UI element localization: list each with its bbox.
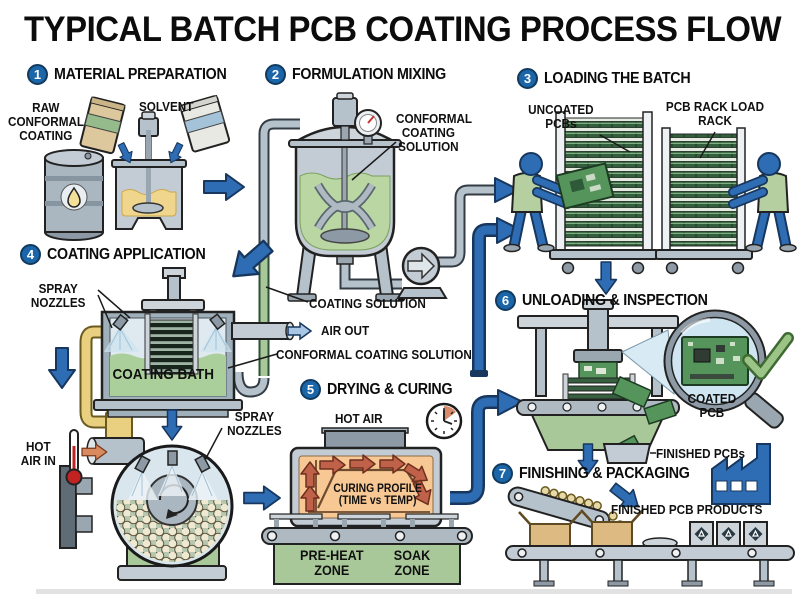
step6-illustration — [516, 299, 794, 475]
drum-coater — [59, 437, 234, 581]
label-coating-bath: COATING BATH — [112, 366, 215, 383]
label-curing-profile: CURING PROFILE (TIME vs TEMP) — [333, 483, 422, 508]
pump — [396, 246, 448, 299]
step-4-number-badge: 4 — [20, 244, 41, 265]
arrow-step2-to-step4 — [222, 233, 279, 289]
label-spray-nozzles-bath: SPRAY NOZZLES — [30, 281, 86, 311]
label-conformal-coating-solution-line: CONFORMAL COATING SOLUTION — [276, 347, 472, 362]
pass-check-mark — [742, 332, 794, 380]
leader-spray-nozzles-drum — [204, 427, 223, 461]
step-2-label: FORMULATION MIXING — [292, 65, 446, 83]
incline-conveyor — [507, 486, 611, 531]
pipe-pump-to-loading — [339, 177, 520, 290]
leader-spray-nozzles-bath — [97, 289, 131, 329]
label-conformal-coating-solution: CONFORMAL COATING SOLUTION — [396, 111, 473, 155]
curing-oven — [289, 446, 443, 528]
label-pre-heat-zone: PRE-HEAT ZONE — [300, 547, 364, 579]
step-5-number-badge: 5 — [300, 379, 321, 400]
falling-pcbs — [611, 375, 677, 425]
coating-pouch — [79, 96, 126, 155]
step-7-label: FINISHING & PACKAGING — [519, 464, 690, 482]
hot-air-in-thermometer — [65, 429, 83, 486]
label-spray-nozzles-drum: SPRAY NOZZLES — [227, 409, 282, 439]
finished-pcbs-tray — [602, 434, 656, 464]
arrow-down-left — [48, 347, 76, 389]
mixing-vessel — [111, 111, 187, 230]
step1-illustration — [44, 94, 245, 241]
leader-conformal-line — [227, 353, 278, 369]
step-5-heading: 5 DRYING & CURING — [300, 379, 463, 400]
pipe-tank-feed-and-coating-solution — [232, 118, 300, 398]
step-2-heading: 2 FORMULATION MIXING — [265, 64, 459, 85]
step-7-heading: 7 FINISHING & PACKAGING — [492, 463, 704, 484]
step-2-number-badge: 2 — [265, 64, 286, 85]
step-3-label: LOADING THE BATCH — [544, 69, 691, 87]
arrow-step1-to-step2 — [203, 173, 245, 201]
air-out-arrow — [287, 321, 313, 341]
leader-rack — [699, 131, 716, 159]
raw-coating-drum — [44, 149, 104, 241]
label-soak-zone: SOAK ZONE — [393, 547, 431, 579]
step-3-heading: 3 LOADING THE BATCH — [517, 68, 703, 89]
page-title: TYPICAL BATCH PCB COATING PROCESS FLOW — [24, 10, 782, 49]
oven-conveyor — [261, 513, 473, 545]
held-pcb — [555, 162, 615, 210]
bath-spray-nozzles — [104, 313, 232, 352]
step-6-number-badge: 6 — [495, 290, 516, 311]
label-coating-solution: COATING SOLUTION — [309, 296, 426, 311]
step-5-label: DRYING & CURING — [327, 380, 453, 398]
label-raw-conformal-coating: RAW CONFORMAL COATING — [8, 100, 85, 144]
label-air-out: AIR OUT — [321, 323, 370, 338]
step-6-heading: 6 UNLOADING & INSPECTION — [495, 290, 724, 311]
magnified-coated-pcb — [681, 336, 749, 386]
agitator-motor — [332, 97, 358, 127]
step7-illustration — [505, 443, 795, 587]
label-pcb-rack-load-rack: PCB RACK LOAD RACK — [665, 99, 765, 129]
leader-conformal-coating-solution — [351, 141, 397, 181]
timer-clock — [425, 402, 463, 440]
pipe-oven-to-inspection — [450, 389, 524, 505]
label-finished-pcb-products: FINISHED PCB PRODUCTS — [611, 502, 763, 517]
air-out-duct — [231, 321, 313, 341]
step-1-label: MATERIAL PREPARATION — [54, 65, 227, 83]
leader-coating-solution — [265, 286, 309, 303]
dipped-rack — [144, 313, 199, 375]
step3-illustration — [504, 111, 796, 295]
step2-illustration — [222, 92, 448, 303]
pipe-riser-to-loading — [470, 217, 522, 377]
step-7-number-badge: 7 — [492, 463, 513, 484]
step-3-number-badge: 3 — [517, 68, 538, 89]
packaging-conveyor — [505, 509, 795, 587]
solvent-pouch — [179, 94, 231, 153]
label-coated-pcb: COATED PCB — [687, 391, 737, 421]
bottom-shadow — [36, 589, 792, 594]
step-1-heading: 1 MATERIAL PREPARATION — [27, 64, 241, 85]
arrow-drum-to-oven — [243, 485, 281, 511]
step-4-heading: 4 COATING APPLICATION — [20, 244, 219, 265]
leader-uncoated-pcbs — [599, 134, 631, 153]
factory-icon — [711, 443, 771, 505]
label-uncoated-pcbs: UNCOATED PCBs — [528, 102, 594, 132]
mixing-tank — [287, 92, 403, 258]
sealed-boxes — [689, 521, 768, 547]
label-hot-air: HOT AIR — [334, 411, 383, 426]
label-solvent: SOLVENT — [139, 99, 194, 114]
step-4-label: COATING APPLICATION — [47, 245, 206, 263]
oven-zone-base — [273, 543, 461, 585]
step5-illustration — [261, 402, 473, 585]
step-6-label: UNLOADING & INSPECTION — [522, 291, 708, 309]
step-1-number-badge: 1 — [27, 64, 48, 85]
label-hot-air-in: HOT AIR IN — [20, 439, 56, 469]
label-finished-pcbs: FINISHED PCBs — [656, 446, 746, 461]
step4-illustration — [48, 267, 313, 581]
